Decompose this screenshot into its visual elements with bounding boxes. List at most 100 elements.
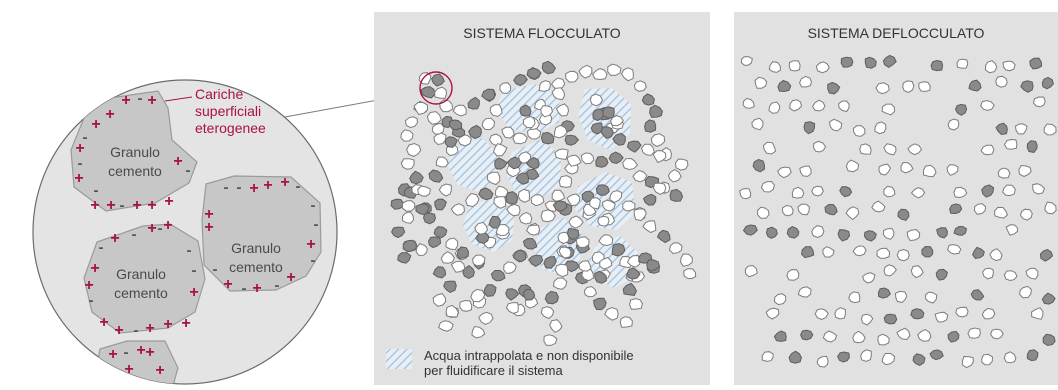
floc-particle [390,198,404,210]
dispersed-particle [896,248,910,262]
floc-particle [440,251,455,264]
floc-particle [434,86,448,99]
floc-particle [622,157,639,171]
dispersed-particle [845,159,860,173]
floc-particle [621,67,634,82]
positive-charge: + [189,284,198,301]
dispersed-particle [797,203,810,216]
floc-particle [549,319,563,333]
positive-charge: + [121,92,130,109]
floc-particle [435,156,449,168]
floc-particle [505,191,519,205]
dispersed-particle [925,291,938,304]
dispersed-particle [956,58,969,69]
floc-particle [445,304,459,318]
floc-particle [468,124,483,140]
positive-charge: + [163,217,172,234]
floc-particle [426,111,442,125]
positive-charge: + [90,197,99,214]
dispersed-particle [882,54,897,68]
dispersed-particle [1005,224,1019,236]
dispersed-particle [995,75,1008,88]
dispersed-particle [751,117,764,131]
floc-particle [505,302,519,314]
dispersed-particle [896,327,911,341]
dispersed-particle [1014,123,1028,135]
floc-particle [434,198,447,211]
dispersed-particle [961,355,974,369]
floc-particle [591,67,608,81]
floc-particle [486,171,501,186]
floc-particle [450,260,466,273]
dispersed-particle [954,103,968,116]
floc-particle [622,282,637,296]
positive-charge: + [252,280,261,297]
dispersed-particle [773,330,787,342]
granule-label-middle-line1: Granulo [116,266,166,282]
floc-particle [489,104,503,118]
floc-particle [599,126,614,139]
floc-particle [526,127,542,140]
negative-charge: - [296,178,301,195]
floc-particle [450,203,466,216]
dispersed-particle [1031,307,1044,320]
granule-label-right-line1: Granulo [231,240,281,256]
positive-charge: + [147,220,156,237]
floc-particle [626,140,642,153]
dispersed-particle [813,140,827,153]
positive-charge: + [74,170,83,187]
positive-charge: + [223,276,232,293]
floc-particle [481,117,496,130]
floc-particle [590,122,603,135]
dispersed-particle [982,267,994,280]
floc-particle [555,103,570,117]
dispersed-particle [1043,123,1057,136]
dispersed-particle [906,229,921,242]
dispersed-particle [852,330,866,344]
dispersed-particle [1032,183,1046,195]
positive-charge: + [124,361,133,378]
dispersed-particle [916,329,932,342]
negative-charge: - [311,197,316,214]
floc-particle [465,192,480,208]
floc-particle [515,172,530,185]
floc-particle [580,152,595,165]
floc-particle [530,194,545,207]
annotation-line3: eterogenee [195,120,266,136]
floc-particle [564,134,580,146]
dispersed-particle [947,330,960,343]
zoom-circle: +-+++-+-+-++-++++---+++---+-+-+-+-+++-+-… [32,79,338,385]
floc-particle [629,298,643,310]
floc-particle [452,104,467,117]
floc-particle [471,325,486,339]
floc-particle [404,116,418,129]
positive-charge: + [75,140,84,157]
floc-particle [540,131,555,145]
dispersed-particle [814,308,829,320]
positive-charge: + [249,180,258,197]
floc-particle [445,237,459,251]
dispersed-particle [848,291,861,304]
dispersed-particle [936,227,948,239]
dispersed-particle [754,76,768,89]
dispersed-particle [883,143,897,156]
positive-charge: + [181,315,190,332]
floc-particle [499,82,512,95]
floc-particle [633,208,647,222]
floc-particle [608,151,624,165]
dispersed-particle [947,118,960,131]
dispersed-particle [981,353,994,366]
positive-charge: + [163,316,172,333]
floc-particle [478,311,494,325]
positive-charge: + [99,314,108,331]
floc-particle [518,151,532,164]
dispersed-particle [883,313,898,325]
dispersed-particle [1003,351,1017,364]
dispersed-particle [947,244,962,255]
dispersed-particle [981,184,995,198]
dispersed-particle [827,81,841,95]
granule-label-right-line2: cemento [229,259,283,275]
floc-particle [494,157,508,170]
negative-charge: - [237,179,242,196]
